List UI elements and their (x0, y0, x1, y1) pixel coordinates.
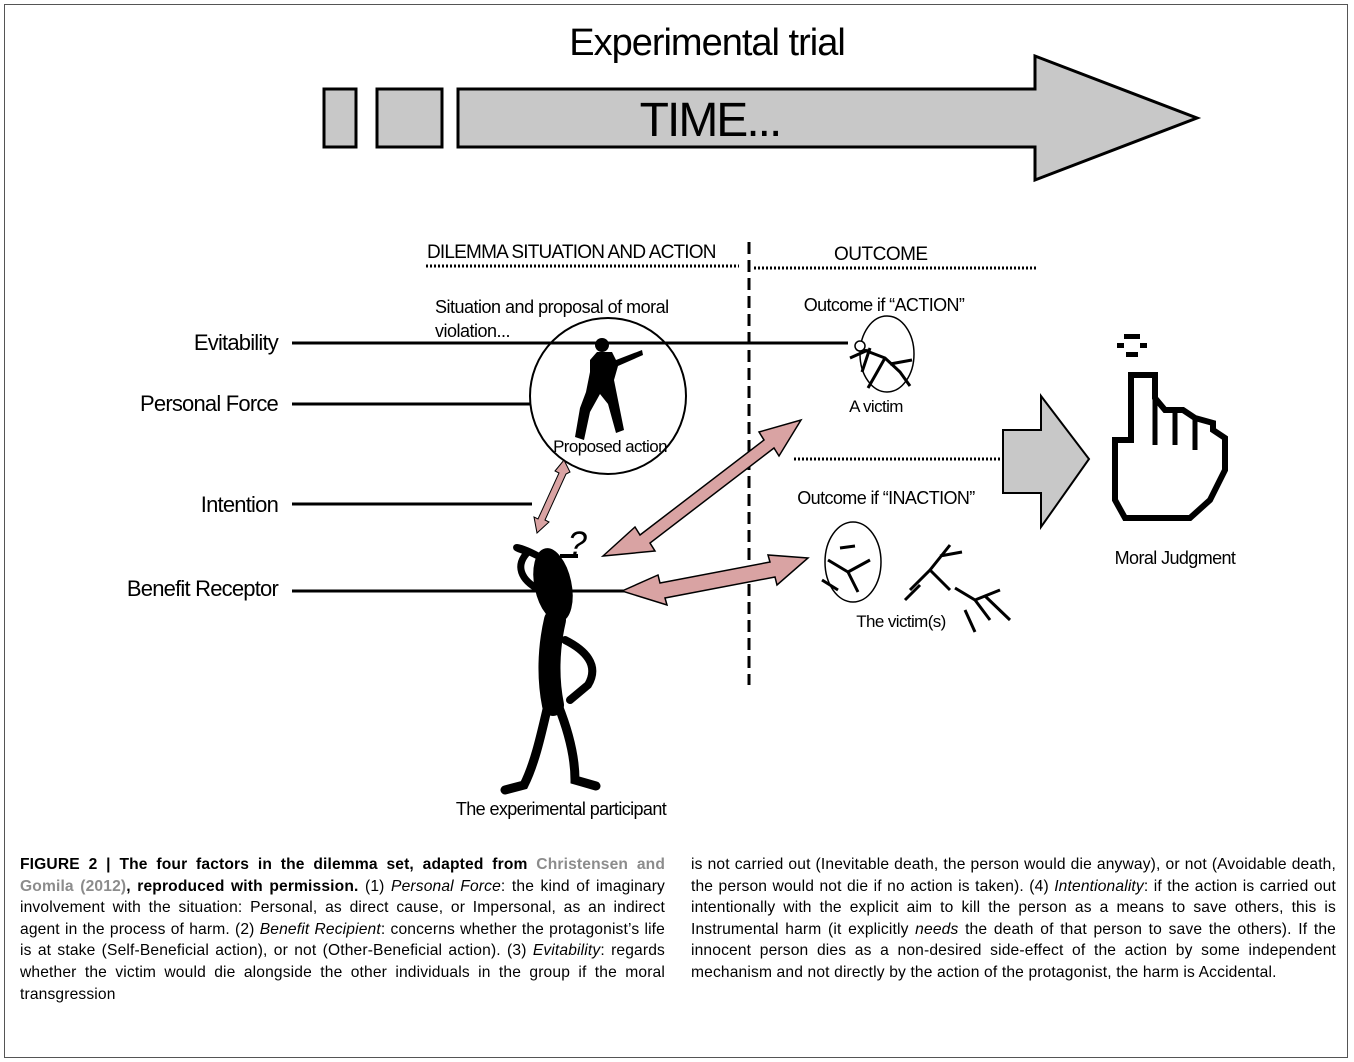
time-label: TIME... (640, 94, 781, 147)
factor-personal-force: Personal Force (140, 391, 279, 416)
caption-title-part1: The four factors in the dilemma set, ada… (119, 856, 528, 873)
caption-text-7: the death of that person to save the oth… (691, 920, 1336, 981)
caption-term-needs: needs (915, 920, 959, 938)
caption-text-2: : the kind of imaginary involvement with… (20, 877, 666, 938)
figure-header: Experimental trial (569, 22, 845, 64)
arrow-participant-to-victims (619, 554, 810, 607)
figure-diagram: Experimental trial TIME... DILEMMA SITUA… (127, 22, 1237, 819)
victims-icon (821, 521, 1012, 633)
arrow-participant-to-victim (600, 418, 803, 557)
caption-text-5: is not carried out (Inevitable death, th… (691, 856, 1336, 895)
caption-text-4: : regards whether the victim would die a… (20, 942, 665, 1003)
caption-text-3: : concerns whether the protagonist’s lif… (20, 920, 665, 960)
section-outcome: OUTCOME (834, 244, 928, 265)
figure-caption: FIGURE 2 | The four factors in the dilem… (20, 854, 1336, 1058)
gunman-icon (575, 338, 643, 440)
time-block-2 (375, 87, 444, 149)
factor-intention: Intention (201, 492, 278, 517)
caption-title-part2: , reproduced with permission. (126, 877, 359, 895)
situation-text-line1: Situation and proposal of moral (435, 297, 669, 317)
proposed-action-label: Proposed action (553, 437, 667, 456)
judgment-arrow (1002, 393, 1091, 531)
participant-figure-icon (500, 544, 601, 795)
caption-column-left: FIGURE 2 | The four factors in the dilem… (20, 854, 665, 1005)
caption-figure-label: FIGURE 2 | (20, 856, 120, 873)
victim-icon (849, 315, 915, 393)
outcome-action-label: Outcome if “ACTION” (804, 295, 965, 315)
a-victim-label: A victim (849, 397, 903, 416)
figure-frame (4, 4, 1348, 1058)
caption-text-6: : if the action is carried out intention… (691, 877, 1336, 938)
participant-label: The experimental participant (456, 799, 667, 819)
factor-benefit-receptor: Benefit Receptor (127, 576, 279, 601)
caption-column-right: is not carried out (Inevitable death, th… (691, 854, 1336, 984)
caption-term-intentionality: Intentionality (1054, 877, 1144, 895)
factor-evitability: Evitability (194, 330, 279, 355)
proposed-action-circle (529, 317, 687, 475)
outcome-inaction-label: Outcome if “INACTION” (797, 488, 975, 508)
caption-text-1: (1) (358, 877, 392, 895)
time-block-1 (322, 87, 358, 149)
time-arrow (456, 53, 1202, 183)
pointing-hand-icon (1112, 334, 1228, 521)
caption-term-evitability: Evitability (532, 942, 601, 960)
caption-citation-link[interactable]: Christensen and Gomila (2012) (20, 856, 666, 895)
situation-text-line2: violation... (435, 321, 510, 341)
the-victims-label: The victim(s) (856, 612, 945, 631)
caption-term-benefit-recipient: Benefit Recipient (259, 920, 381, 938)
section-dilemma: DILEMMA SITUATION AND ACTION (427, 242, 716, 263)
caption-term-personal-force: Personal Force (391, 877, 501, 895)
question-mark: ? (568, 525, 587, 563)
moral-judgment-label: Moral Judgment (1115, 548, 1236, 568)
arrow-participant-to-proposed (533, 459, 571, 534)
